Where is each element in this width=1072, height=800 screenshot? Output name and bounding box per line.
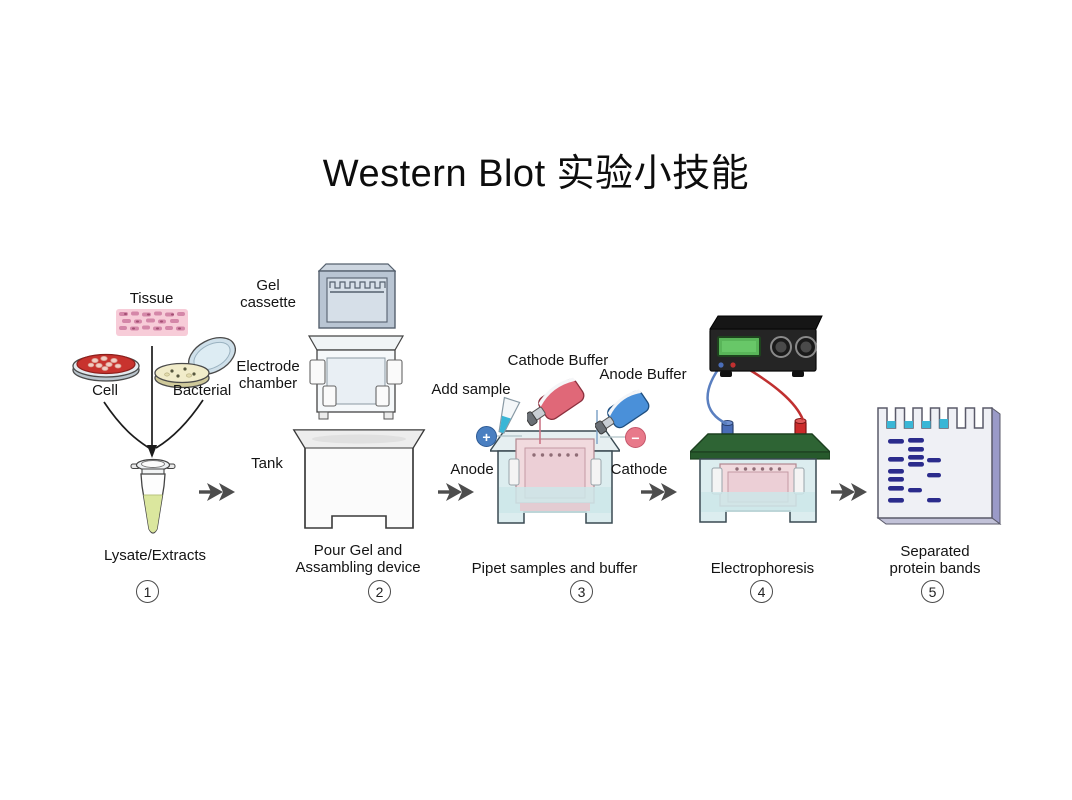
power-supply-illustration <box>704 313 824 379</box>
anode-buffer-label: Anode Buffer <box>599 366 687 383</box>
step5-caption: Separated protein bands <box>867 543 1003 577</box>
page-title: Western Blot 实验小技能 <box>322 153 750 195</box>
cell-dish-illustration <box>70 337 142 383</box>
step3-caption: Pipet samples and buffer <box>471 560 638 577</box>
electrode-chamber-label-line1: Electrode <box>236 358 300 375</box>
step4-number-badge: 4 <box>750 580 773 603</box>
gel-cassette-label-line2: cassette <box>240 294 296 311</box>
step2-caption-line2: Assambling device <box>295 559 421 576</box>
buffer-tank-illustration <box>490 419 620 537</box>
converging-arrows <box>70 340 240 460</box>
cathode-label: Cathode <box>610 461 668 478</box>
tank-illustration <box>292 424 426 534</box>
step1-number-badge: 1 <box>136 580 159 603</box>
step2-caption: Pour Gel and Assambling device <box>272 542 444 576</box>
anode-plus-badge: + <box>476 426 497 447</box>
bacterial-label: Bacterial <box>172 382 232 399</box>
electrode-chamber-illustration <box>307 332 405 420</box>
gel-cassette-illustration <box>318 263 396 330</box>
gel-cassette-label-line1: Gel <box>256 277 280 294</box>
step4-caption: Electrophoresis <box>710 560 815 577</box>
add-sample-label: Add sample <box>431 381 511 398</box>
anode-buffer-bottle <box>595 383 655 435</box>
step5-caption-line1: Separated <box>900 543 970 560</box>
step-arrow-icon <box>641 481 681 503</box>
anode-label: Anode <box>450 461 494 478</box>
step1-caption: Lysate/Extracts <box>104 547 206 564</box>
step-arrow-icon <box>199 481 239 503</box>
electrode-chamber-label: Electrode chamber <box>220 358 316 392</box>
cathode-buffer-bottle <box>527 371 589 427</box>
pipette-tip-illustration <box>497 396 529 446</box>
tissue-illustration <box>116 309 188 336</box>
protein-gel-illustration <box>873 402 1011 536</box>
step-arrow-icon <box>438 481 478 503</box>
step2-caption-line1: Pour Gel and <box>313 542 403 559</box>
lysate-tube-illustration <box>130 455 176 543</box>
cathode-minus-badge: − <box>625 427 646 448</box>
cell-label: Cell <box>92 382 118 399</box>
step2-number-badge: 2 <box>368 580 391 603</box>
step3-number-badge: 3 <box>570 580 593 603</box>
electrode-chamber-label-line2: chamber <box>238 375 298 392</box>
step5-caption-line2: protein bands <box>889 560 981 577</box>
electrophoresis-tank-illustration <box>690 418 830 536</box>
bacterial-dish-illustration <box>152 334 236 392</box>
gel-cassette-label: Gel cassette <box>225 277 311 311</box>
step-arrow-icon <box>831 481 871 503</box>
tissue-label: Tissue <box>129 290 174 307</box>
tank-label: Tank <box>251 455 283 472</box>
cathode-buffer-label: Cathode Buffer <box>507 352 609 369</box>
step5-number-badge: 5 <box>921 580 944 603</box>
